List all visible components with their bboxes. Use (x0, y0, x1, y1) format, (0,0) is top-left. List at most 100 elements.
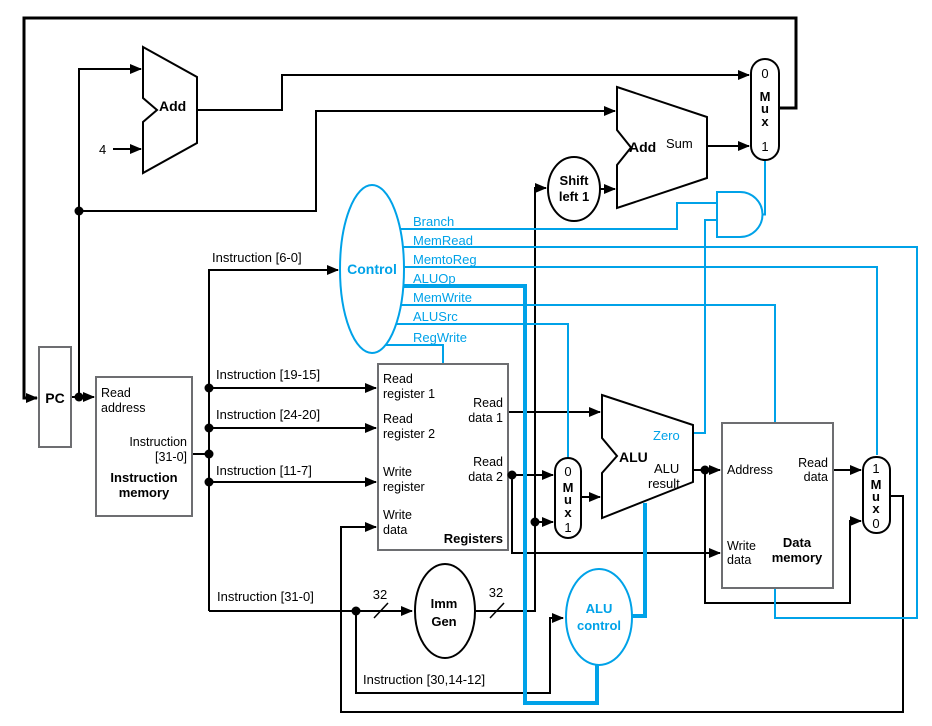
reg-read-data1-l2: data 1 (468, 411, 503, 425)
dmem-write-data-l1: Write (727, 539, 756, 553)
signal-aluop: ALUOp (413, 271, 456, 286)
imem-instruction-l1: Instruction (129, 435, 187, 449)
reg-read-data2-l1: Read (473, 455, 503, 469)
bus-instr-11-7: Instruction [11-7] (216, 463, 312, 478)
imm-gen-oval (414, 563, 476, 659)
wire-memtoreg (404, 266, 878, 455)
bus-instr-31-0: Instruction [31-0] (217, 589, 314, 604)
control-label: Control (347, 261, 397, 277)
registers-label: Registers (444, 531, 503, 546)
control-wires (385, 160, 918, 705)
imem-name-l1: Instruction (110, 470, 177, 485)
wire-zero (693, 219, 717, 434)
wire-pc-feedback (22, 16, 798, 403)
dmem-read-data-l2: data (804, 470, 828, 484)
bus-instr-19-15: Instruction [19-15] (216, 367, 320, 382)
reg-read-register1-l1: Read (383, 372, 413, 386)
wire-instr-30-14-12 (355, 611, 564, 694)
bus-width-32-in: 32 (373, 587, 387, 602)
reg-read-register1-l2: register 1 (383, 387, 435, 401)
registers-block (377, 363, 509, 551)
wire-memread (403, 246, 918, 619)
alu-control-l2: control (577, 618, 621, 633)
bus-width-slash (489, 602, 505, 619)
and-gate-icon (716, 191, 764, 238)
reg-write-register-l2: register (383, 480, 425, 494)
mux-memtoreg-input1: 1 (872, 461, 879, 476)
reg-write-data-l2: data (383, 523, 407, 537)
mux-alusrc (554, 457, 582, 539)
wire-regwrite (385, 344, 444, 364)
wire-alusrc (396, 323, 569, 458)
shift-left-1-oval (547, 156, 601, 222)
signal-memwrite: MemWrite (413, 290, 472, 305)
shift-left-l2: left 1 (559, 189, 589, 204)
wire-aluctl-to-alu (630, 503, 647, 618)
data-memory-block (721, 422, 834, 589)
alu-shape (601, 393, 694, 520)
reg-read-register2-l1: Read (383, 412, 413, 426)
mux-pcsrc-input0: 0 (761, 66, 768, 81)
wire-branch (401, 202, 717, 230)
signal-memtoreg: MemtoReg (413, 252, 477, 267)
black-wires (22, 16, 904, 713)
dmem-address: Address (727, 463, 773, 477)
junction-dot (74, 392, 84, 402)
branch-adder-label: Add (629, 139, 656, 155)
wire-pc-plus-4 (197, 70, 750, 111)
reg-read-data1-l1: Read (473, 396, 503, 410)
junction-dot (204, 477, 214, 487)
bus-width-slash (373, 602, 389, 619)
imm-gen-l1: Imm (431, 596, 458, 611)
imem-instruction-l2: [31-0] (155, 450, 187, 464)
mux-memtoreg (862, 456, 891, 534)
zero-label: Zero (653, 428, 680, 443)
wire-read-data2-to-dmem (511, 475, 721, 558)
mux-pcsrc-x: x (761, 114, 769, 129)
mux-alusrc-x: x (564, 505, 572, 520)
sum-label: Sum (666, 136, 693, 151)
wire-instr-bus (208, 265, 339, 611)
blocks (38, 45, 891, 666)
dmem-name-l1: Data (783, 535, 812, 550)
control-oval (339, 184, 405, 354)
labels: PC Read address Instruction [31-0] Instr… (45, 66, 881, 687)
imem-read-address-l2: address (101, 401, 145, 415)
pc-adder-label: Add (159, 98, 186, 114)
wire-aluop (403, 284, 599, 705)
alu-control-oval (565, 568, 633, 666)
mux-memtoreg-input0: 0 (872, 516, 879, 531)
mux-memtoreg-u: u (872, 489, 880, 504)
wire-pc-to-branch-add (79, 106, 616, 212)
junction-dot (74, 206, 84, 216)
dmem-read-data-l1: Read (798, 456, 828, 470)
mux-alusrc-input1: 1 (564, 520, 571, 535)
bus-instr-30-14-12: Instruction [30,14-12] (363, 672, 485, 687)
junction-dot (507, 470, 517, 480)
alu-label: ALU (619, 449, 648, 465)
junction-dot (204, 383, 214, 393)
reg-read-register2-l2: register 2 (383, 427, 435, 441)
wire-alu-result-to-mux (704, 470, 862, 604)
bus-width-32-out: 32 (489, 585, 503, 600)
bus-instr-6-0: Instruction [6-0] (212, 250, 302, 265)
mux-memtoreg-x: x (872, 501, 880, 516)
signal-memread: MemRead (413, 233, 473, 248)
mux-alusrc-u: u (564, 492, 572, 507)
alu-result-l2: result (648, 476, 680, 491)
wire-writeback (340, 495, 904, 713)
junction-dot (351, 606, 361, 616)
mux-alusrc-m: M (563, 480, 574, 495)
wire-imm-to-shift (476, 183, 547, 612)
reg-write-data-l1: Write (383, 508, 412, 522)
dmem-write-data-l2: data (727, 553, 751, 567)
reg-write-register-l1: Write (383, 465, 412, 479)
mux-memtoreg-m: M (871, 477, 882, 492)
mux-pcsrc-input1: 1 (761, 139, 768, 154)
imem-read-address-l1: Read (101, 386, 131, 400)
alu-control-l1: ALU (586, 601, 613, 616)
bus-instr-24-20: Instruction [24-20] (216, 407, 320, 422)
junction-dots (74, 206, 710, 616)
